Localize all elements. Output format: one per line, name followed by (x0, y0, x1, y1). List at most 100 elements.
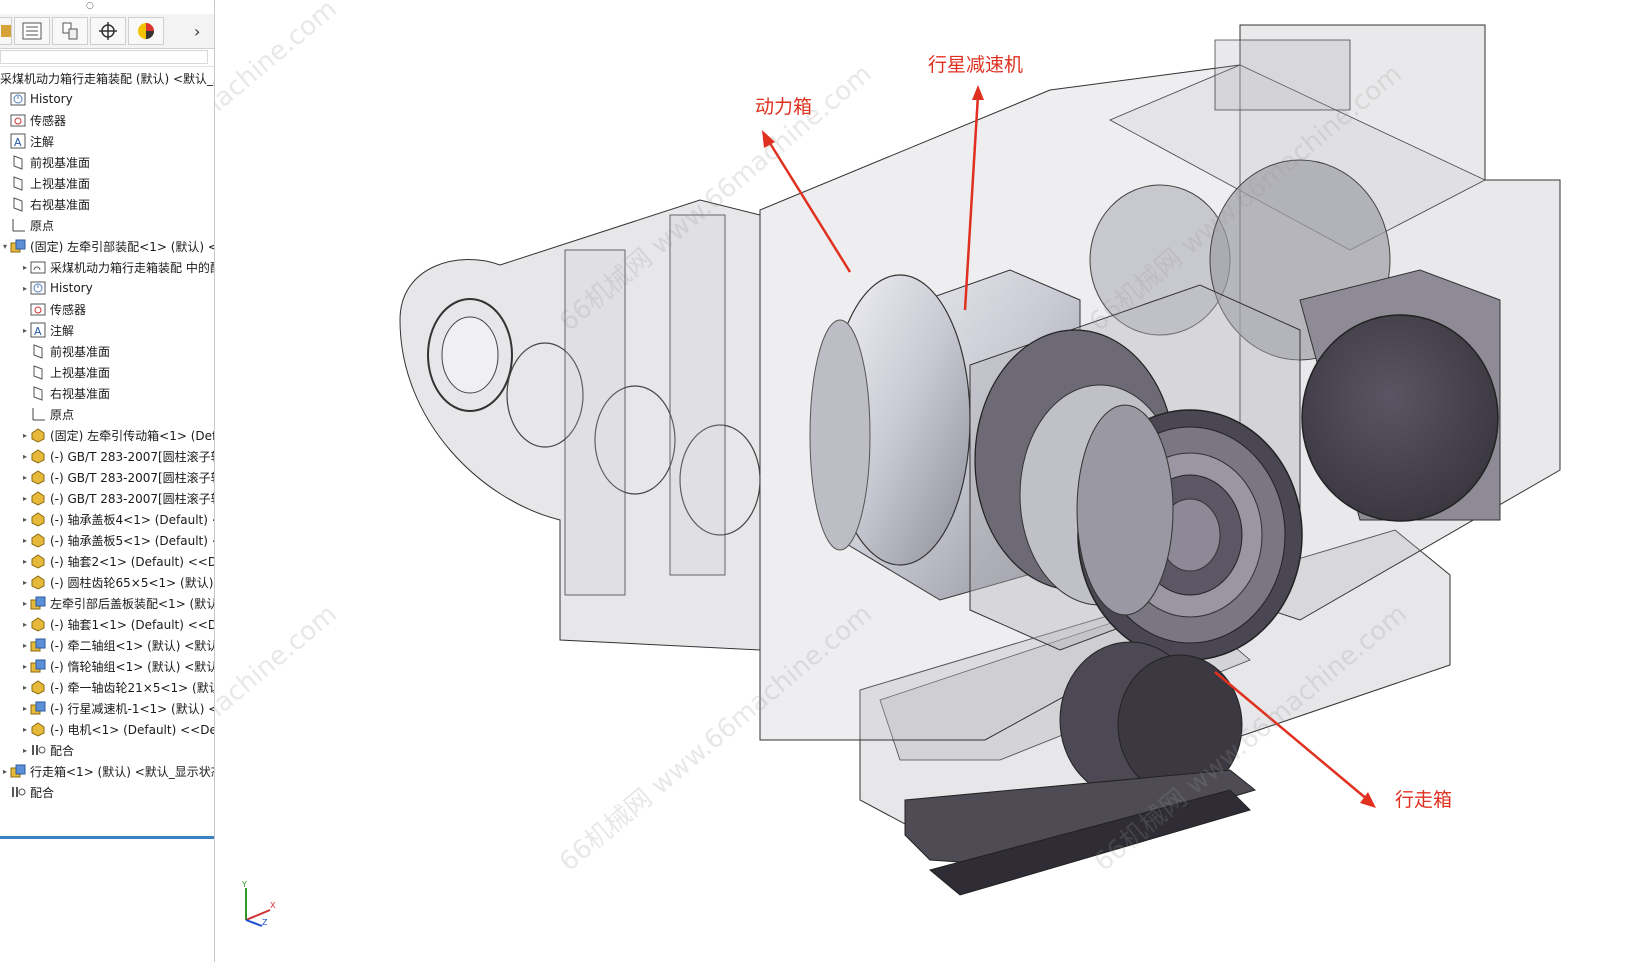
tab-property-manager[interactable] (14, 17, 50, 45)
expand-toggle-icon[interactable]: ▸ (2, 766, 7, 776)
walking-wheel (904, 641, 1257, 896)
part-icon (30, 553, 46, 569)
panel-splitter[interactable] (0, 836, 214, 839)
feature-manager-panel: ○ (0, 0, 215, 962)
tree-root-assembly[interactable]: 采煤机动力箱行走箱装配 (默认) <默认_显 (0, 68, 214, 88)
tree-item[interactable]: ▸(-) 电机<1> (Default) <<Defa (0, 719, 214, 739)
expand-toggle-icon[interactable]: ▸ (22, 577, 27, 587)
expand-toggle-icon[interactable]: ▸ (22, 514, 27, 524)
tree-item[interactable]: ▸(-) 圆柱齿轮65×5<1> (默认) < (0, 572, 214, 592)
expand-toggle-icon[interactable]: ▸ (22, 619, 27, 629)
tree-item[interactable]: 前视基准面 (0, 341, 214, 361)
tab-configuration-manager[interactable] (52, 17, 88, 45)
expand-toggle-icon[interactable]: ▸ (22, 724, 27, 734)
tree-item[interactable]: 原点 (0, 404, 214, 424)
tree-item[interactable]: 配合 (0, 782, 214, 802)
display-manager-icon (138, 23, 154, 39)
tree-item[interactable]: ▸(-) 轴承盖板5<1> (Default) << (0, 530, 214, 550)
expand-toggle-icon[interactable]: ▸ (22, 661, 27, 671)
expand-toggle-icon[interactable]: ▸ (22, 682, 27, 692)
tree-item-label: (-) 轴套2<1> (Default) <<Def (50, 554, 214, 569)
tree-item[interactable]: 右视基准面 (0, 194, 214, 214)
dimxpert-icon (99, 22, 117, 40)
expand-toggle-icon[interactable]: ▸ (22, 640, 27, 650)
expand-toggle-icon[interactable]: ▸ (22, 430, 27, 440)
part-icon (30, 616, 46, 632)
expand-toggle-icon[interactable]: ▸ (22, 451, 27, 461)
tree-item[interactable]: 上视基准面 (0, 362, 214, 382)
tree-item[interactable]: 原点 (0, 215, 214, 235)
expand-toggle-icon[interactable]: ▸ (22, 283, 27, 293)
tree-item[interactable]: ▸(-) 惰轮轴组<1> (默认) <默认_ (0, 656, 214, 676)
tree-item[interactable]: 上视基准面 (0, 173, 214, 193)
tree-item[interactable]: ▸(-) 牵二轴组<1> (默认) <默认_ (0, 635, 214, 655)
expand-toggle-icon[interactable]: ▸ (22, 493, 27, 503)
tree-item[interactable]: ▸(-) GB/T 283-2007[圆柱滚子轴 (0, 446, 214, 466)
expand-toggle-icon[interactable]: ▸ (22, 325, 27, 335)
tree-item-label: 右视基准面 (30, 197, 91, 212)
tree-item[interactable]: 传感器 (0, 110, 214, 130)
tree-item-label: 前视基准面 (30, 155, 91, 170)
tree-item[interactable]: History (0, 89, 214, 109)
drive-wheel-assembly (969, 284, 1303, 661)
graphics-viewport[interactable]: 动力箱 行星减速机 行走箱 66机械网 www.66machine.com 66… (215, 0, 1644, 962)
expand-toggle-icon[interactable]: ▸ (22, 535, 27, 545)
history-icon (10, 91, 26, 107)
expand-toggle-icon[interactable]: ▸ (22, 472, 27, 482)
panel-grip-icon[interactable]: ○ (86, 1, 94, 11)
plane-icon (10, 175, 26, 191)
motor-cylinder (1299, 269, 1501, 522)
tab-display-manager[interactable] (128, 17, 164, 45)
callout-walking-box: 行走箱 (1395, 789, 1453, 811)
tree-item[interactable]: ▸ (-) GB/T 283-2007[圆柱滚子轴 (0, 488, 214, 508)
tree-item[interactable]: ▸行走箱<1> (默认) <默认_显示状态- (0, 761, 214, 781)
assembly-icon (10, 238, 26, 254)
tree-item[interactable]: ▾ (固定) 左牵引部装配<1> (默认) <默 (0, 236, 214, 256)
tree-item[interactable]: ▸ History (0, 278, 214, 298)
tree-item-label: History (50, 281, 93, 295)
expand-toggle-icon[interactable]: ▸ (22, 745, 27, 755)
tree-item[interactable]: 前视基准面 (0, 152, 214, 172)
tree-item[interactable]: 传感器 (0, 299, 214, 319)
tree-item[interactable]: ▸ (-) 轴套2<1> (Default) <<Def (0, 551, 214, 571)
part-icon (30, 448, 46, 464)
mates-folder-icon (30, 259, 46, 275)
tree-item[interactable]: ▸(-) 轴承盖板4<1> (Default) << (0, 509, 214, 529)
tree-item[interactable]: ▸ 采煤机动力箱行走箱装配 中的配 (0, 257, 214, 277)
callout-planetary-reducer: 行星减速机 (928, 54, 1024, 76)
tree-item-label: 注解 (30, 134, 55, 149)
tree-item[interactable]: 右视基准面 (0, 383, 214, 403)
triad-z-label: Z (262, 918, 268, 927)
tab-feature-manager[interactable] (0, 17, 12, 45)
tree-item[interactable]: ▸配合 (0, 740, 214, 760)
annotation-icon: A (10, 133, 26, 149)
configuration-manager-icon (62, 22, 78, 40)
tree-item[interactable]: ▸ 左牵引部后盖板装配<1> (默认) (0, 593, 214, 613)
tree-item-label: (-) GB/T 283-2007[圆柱滚子轴 (50, 491, 214, 506)
expand-toggle-icon[interactable]: ▸ (22, 703, 27, 713)
tree-item[interactable]: ▸(固定) 左牵引传动箱<1> (Defa (0, 425, 214, 445)
chevron-right-icon[interactable]: › (194, 22, 201, 41)
feature-manager-icon (0, 25, 11, 37)
tree-item[interactable]: A 注解 (0, 131, 214, 151)
plane-icon (10, 154, 26, 170)
tree-item-label: 采煤机动力箱行走箱装配 (默认) <默认_显 (0, 71, 214, 86)
tree-item-label: 原点 (30, 218, 55, 233)
expand-toggle-icon[interactable]: ▾ (2, 241, 7, 251)
tree-item[interactable]: ▸(-) 牵一轴齿轮21×5<1> (默认) (0, 677, 214, 697)
expand-toggle-icon[interactable]: ▸ (22, 262, 27, 272)
tree-item-label: (固定) 左牵引部装配<1> (默认) <默 (30, 239, 214, 254)
tree-filter-input[interactable] (0, 50, 208, 64)
triad-x-axis (245, 909, 271, 921)
tree-item-label: 左牵引部后盖板装配<1> (默认) (50, 596, 214, 611)
tree-item-label: 采煤机动力箱行走箱装配 中的配 (50, 260, 214, 275)
expand-toggle-icon[interactable]: ▸ (22, 556, 27, 566)
tab-dimxpert-manager[interactable] (90, 17, 126, 45)
tree-item[interactable]: ▸(-) 行星减速机-1<1> (默认) <默 (0, 698, 214, 718)
tree-item[interactable]: ▸(-) GB/T 283-2007[圆柱滚子轴 (0, 467, 214, 487)
expand-toggle-icon[interactable]: ▸ (22, 598, 27, 608)
tree-item-label: 配合 (30, 785, 55, 800)
part-icon (30, 679, 46, 695)
tree-item[interactable]: ▸(-) 轴套1<1> (Default) <<Def (0, 614, 214, 634)
